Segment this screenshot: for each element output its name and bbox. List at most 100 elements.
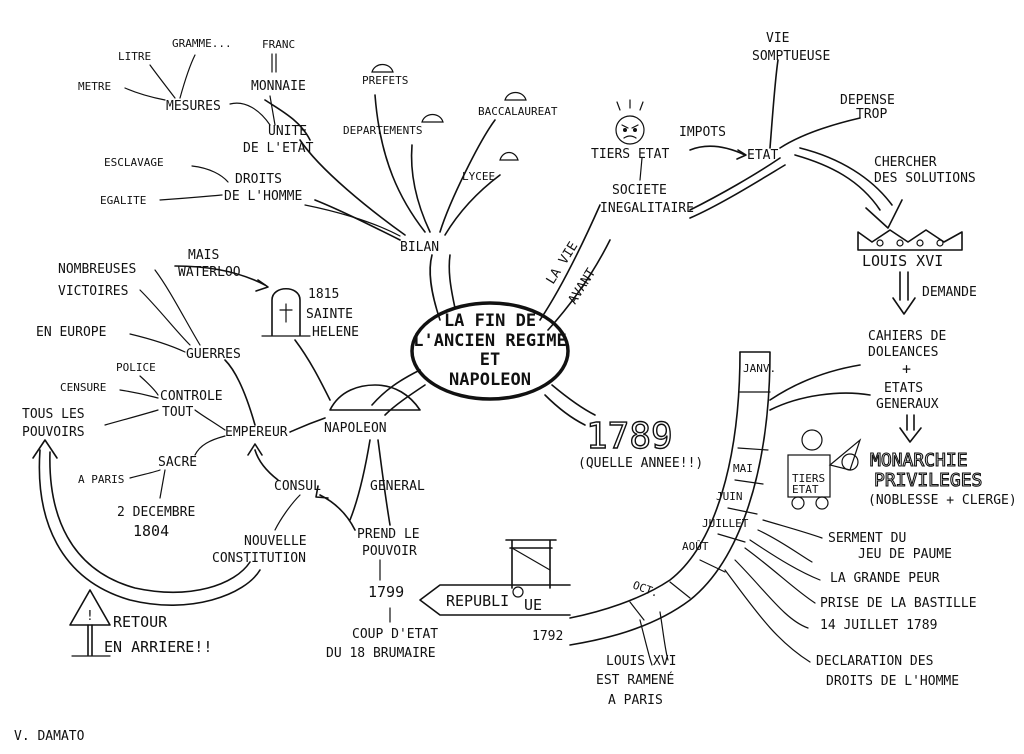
chercher-label: CHERCHER — [874, 155, 937, 170]
louis-ramene-3: A PARIS — [608, 693, 663, 708]
author-signature: V. DAMATO — [14, 729, 85, 744]
controle-label-1: CONTROLE — [160, 389, 223, 404]
tomb-icon — [261, 287, 311, 337]
event-bastille-1: PRISE DE LA BASTILLE — [820, 596, 977, 611]
sacre-label: SACRE — [158, 455, 197, 470]
main-branches — [371, 204, 611, 426]
prefets-label: PREFETS — [362, 74, 408, 87]
mais-label: MAIS — [188, 248, 219, 263]
privileges-label: PRIVILEGES — [874, 470, 982, 491]
sainte-label: SAINTE — [306, 307, 353, 322]
month-aout: AOÛT — [682, 540, 709, 553]
center-title-line2: L'ANCIEN REGIME — [413, 331, 567, 351]
event-declaration-1: DECLARATION DES — [816, 654, 933, 669]
year-1815-label: 1815 — [308, 287, 339, 302]
event-serment-1: SERMENT DU — [828, 531, 906, 546]
en-europe-label: EN EUROPE — [36, 325, 106, 340]
vie-label: VIE — [766, 31, 789, 46]
a-paris-label: A PARIS — [78, 473, 124, 486]
year-1792-label: 1792 — [532, 629, 563, 644]
month-juillet: JUILLET — [702, 517, 749, 530]
litre-label: LITRE — [118, 50, 151, 63]
retour-label-1: RETOUR — [113, 613, 168, 631]
unite-label-1: UNITE — [268, 124, 307, 139]
louis-ramene-1: LOUIS XVI — [606, 654, 676, 669]
month-mai: MAI — [733, 462, 753, 475]
month-juin: JUIN — [716, 490, 743, 503]
franc-label: FRANC — [262, 38, 295, 51]
cart-etat-label: ETAT — [792, 483, 819, 496]
etat-label: ETAT — [747, 148, 778, 163]
warning-sign-icon: ! — [69, 589, 111, 657]
guerres-label: GUERRES — [186, 347, 241, 362]
event-bastille-2: 14 JUILLET 1789 — [820, 618, 937, 633]
nouvelle-label-2: CONSTITUTION — [212, 551, 306, 566]
warning-exclamation: ! — [86, 609, 94, 624]
bilan-label: BILAN — [400, 240, 439, 255]
cart-tiers-label: TIERS — [792, 472, 825, 485]
vie-avant-branch: LA VIE AVANT SOCIETE INEGALITAIRE TIERS … — [544, 31, 1017, 510]
consul-label: CONSUL — [274, 479, 321, 494]
empereur-label: EMPEREUR — [225, 425, 288, 440]
prend-label-1: PREND LE — [357, 527, 420, 542]
louis-xvi-label: LOUIS XVI — [862, 252, 943, 270]
departements-label: DEPARTEMENTS — [343, 124, 422, 137]
revolution-branch: 1789 (QUELLE ANNEE!!) JANV. MAI JUIN JUI… — [419, 351, 977, 708]
louis-ramene-2: EST RAMENÉ — [596, 672, 674, 688]
year-1789-label: 1789 — [586, 416, 673, 457]
controle-label-2: TOUT — [162, 405, 193, 420]
societe-label: SOCIETE — [612, 183, 667, 198]
egalite-label: EGALITE — [100, 194, 146, 207]
lycee-label: LYCEE — [462, 170, 495, 183]
napoleon-label: NAPOLEON — [324, 421, 387, 436]
center-title-line3: ET — [480, 350, 500, 370]
guillotine-icon — [505, 539, 557, 598]
tous-label-1: TOUS LES — [22, 407, 85, 422]
coup-label-1: COUP D'ETAT — [352, 627, 438, 642]
esclavage-label: ESCLAVAGE — [104, 156, 164, 169]
napoleon-branch: NAPOLEON GENERAL PREND LE POUVOIR 1799 C… — [22, 248, 438, 661]
nouvelle-label-1: NOUVELLE — [244, 534, 307, 549]
etats-label: ETATS — [884, 381, 923, 396]
date-label-1: 2 DECEMBRE — [117, 505, 195, 520]
month-janv: JANV. — [743, 362, 776, 375]
demande-label: DEMANDE — [922, 285, 977, 300]
prend-label-2: POUVOIR — [362, 544, 417, 559]
tiers-etat-cart-icon: TIERS ETAT — [787, 429, 862, 510]
la-vie-label: LA VIE — [544, 239, 582, 287]
event-grande-peur: LA GRANDE PEUR — [830, 571, 940, 586]
event-declaration-2: DROITS DE L'HOMME — [826, 674, 959, 689]
year-1799-label: 1799 — [368, 583, 404, 601]
police-label: POLICE — [116, 361, 156, 374]
noblesse-clerge-label: (NOBLESSE + CLERGE) — [868, 493, 1017, 508]
republique-label-2: UE — [524, 596, 542, 614]
cahiers-label: CAHIERS DE — [868, 329, 946, 344]
gramme-label: GRAMME... — [172, 37, 232, 50]
retour-label-2: EN ARRIERE!! — [104, 638, 212, 656]
somptueuse-label: SOMPTUEUSE — [752, 49, 830, 64]
trop-label: TROP — [856, 107, 887, 122]
tous-label-2: POUVOIRS — [22, 425, 85, 440]
doleances-label: DOLEANCES — [868, 345, 938, 360]
tiers-etat-label: TIERS ETAT — [591, 147, 669, 162]
central-node: LA FIN DE L'ANCIEN REGIME ET NAPOLEON — [410, 301, 570, 401]
center-title-line1: LA FIN DE — [444, 311, 536, 331]
republique-label-1: REPUBLI — [446, 592, 509, 610]
unite-label-2: DE L'ETAT — [243, 141, 314, 156]
generaux-label: GENERAUX — [876, 397, 939, 412]
center-title-line4: NAPOLEON — [449, 370, 531, 390]
plus-label: + — [902, 360, 911, 378]
general-label: GENERAL — [370, 479, 425, 494]
waterloo-label: WATERLOO — [178, 265, 241, 280]
angry-face-icon — [615, 99, 645, 145]
nombreuses-label: NOMBREUSES — [58, 262, 136, 277]
date-label-2: 1804 — [133, 522, 169, 540]
helene-label: HELENE — [312, 325, 359, 340]
bicorne-hat-icon — [329, 384, 421, 411]
crown-icon — [857, 229, 963, 251]
des-solutions-label: DES SOLUTIONS — [874, 171, 976, 186]
monarchie-label: MONARCHIE — [870, 450, 968, 471]
droits-label-1: DROITS — [235, 172, 282, 187]
event-serment-2: JEU DE PAUME — [858, 547, 952, 562]
